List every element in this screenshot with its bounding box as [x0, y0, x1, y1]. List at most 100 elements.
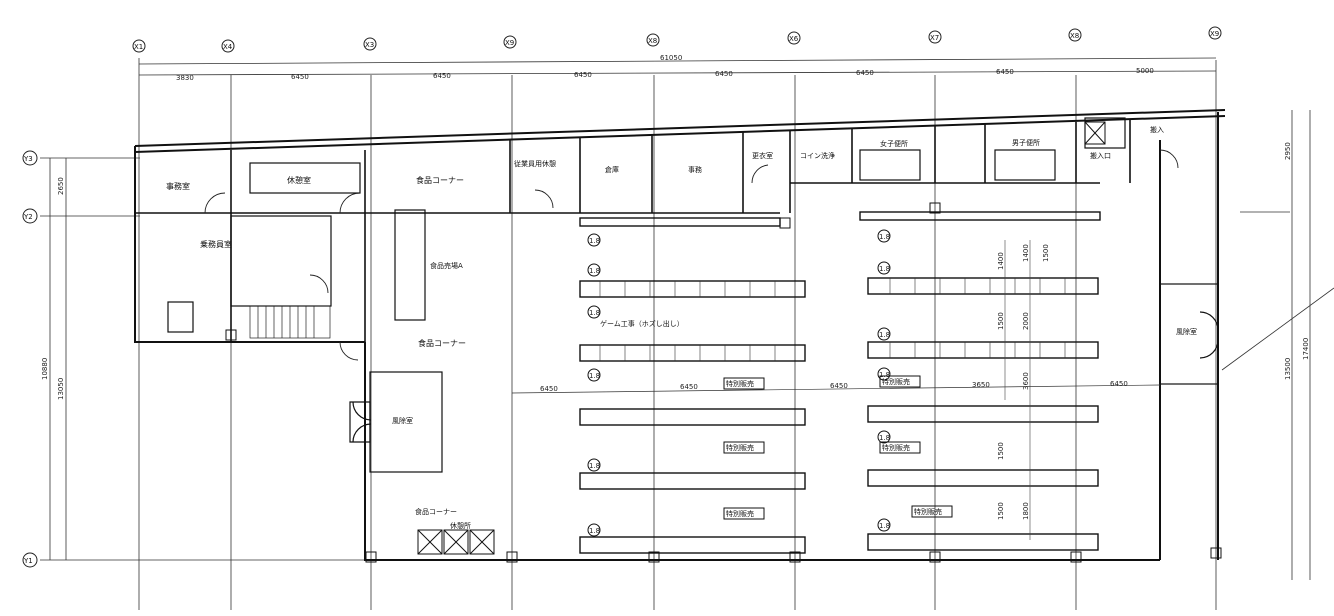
dim-left-2: 10880 — [41, 358, 49, 380]
room-label-20: ゲーム工事（ホズし出し） — [600, 319, 684, 328]
aisle-dim-5: 6450 — [1110, 380, 1128, 388]
shelf-tag-1: 特別販売 — [726, 379, 754, 388]
room-labels: 事務室 休憩室 乗務員室 食品コーナー 従業員用休憩 倉庫 事務 更衣室 コイン… — [166, 125, 1197, 530]
shelf-tag-3: 特別販売 — [726, 443, 754, 452]
axis-label-y2: Y2 — [23, 213, 33, 221]
vdim-7: 1500 — [997, 442, 1005, 460]
dim-right-1: 2950 — [1284, 142, 1292, 160]
room-label-6: 倉庫 — [605, 165, 619, 174]
axis-label-x4: X9 — [505, 39, 514, 47]
vestibules — [349, 283, 1219, 473]
vdim-5: 1500 — [997, 312, 1005, 330]
dim-top-5: 6450 — [715, 70, 733, 78]
dim-total: 61050 — [660, 54, 682, 62]
room-label-16: 風除室 — [392, 416, 413, 425]
shelf-tags: 特別販売 特別販売 特別販売 特別販売 特別販売 特別販売 — [723, 375, 953, 520]
dim-top-7: 6450 — [996, 68, 1014, 76]
vdim-2: 1400 — [1022, 244, 1030, 262]
axis-label-x3: X3 — [365, 41, 374, 49]
room-label-11: 男子便所 — [1012, 138, 1040, 147]
room-label-19: 風除室 — [1176, 327, 1197, 336]
room-label-4: 食品コーナー — [416, 175, 464, 185]
shelf-ticks — [599, 278, 1066, 361]
inner-rooms — [167, 117, 1126, 333]
vdim-9: 1800 — [1022, 502, 1030, 520]
stairs — [249, 305, 331, 339]
room-label-3: 乗務員室 — [200, 239, 232, 249]
dim-left-1: 2650 — [57, 177, 65, 195]
storage-boxes — [417, 121, 1106, 555]
dim-top-3: 6450 — [433, 72, 451, 80]
shelf-mark-8: 1.8 — [879, 265, 890, 273]
shelf-tag-6: 特別販売 — [914, 507, 942, 516]
shelf-mark-4: 1.8 — [589, 372, 600, 380]
axis-label-x8: X8 — [1070, 32, 1079, 40]
room-label-5: 従業員用休憩 — [514, 159, 556, 168]
vdim-8: 1500 — [997, 502, 1005, 520]
axis-label-x7: X7 — [930, 34, 939, 42]
axis-label-x1: X1 — [134, 43, 143, 51]
aisle-dim-1: 6450 — [540, 385, 558, 393]
axis-label-x6: X6 — [789, 35, 799, 43]
room-label-9: コイン洗浄 — [800, 151, 835, 160]
shelf-mark-10: 1.8 — [879, 371, 890, 379]
shelf-mark-7: 1.8 — [879, 233, 890, 241]
shelf-tag-5: 特別販売 — [726, 509, 754, 518]
sales-vertical-dims: 1400 1400 1500 2000 1500 3600 1500 1500 … — [997, 240, 1050, 540]
shelf-mark-5: 1.8 — [589, 462, 600, 470]
grid-axis-left: Y3 Y2 Y1 — [22, 150, 38, 568]
columns — [225, 202, 1222, 563]
outer-walls — [134, 109, 1226, 561]
shelves-right — [859, 211, 1101, 551]
dim-left-3: 13050 — [57, 378, 65, 400]
room-label-18: 休憩所 — [450, 521, 471, 530]
vdim-1: 1400 — [997, 252, 1005, 270]
axis-label-x9: X9 — [1210, 30, 1219, 38]
shelf-mark-9: 1.8 — [879, 331, 890, 339]
upper-band — [135, 120, 1131, 342]
shelf-mark-6: 1.8 — [589, 527, 600, 535]
dimension-sides: 2650 10880 13050 2950 17400 13500 — [41, 110, 1311, 580]
shelf-tag-4: 特別販売 — [882, 443, 910, 452]
dimension-top: 61050 3830 6450 6450 6450 6450 6450 6450… — [138, 54, 1217, 82]
room-label-10: 女子便所 — [880, 139, 908, 148]
leader-line — [1221, 287, 1334, 371]
room-label-2: 休憩室 — [287, 175, 311, 185]
shelf-mark-12: 1.8 — [879, 522, 890, 530]
room-label-15: 食品コーナー — [418, 338, 466, 348]
vdim-3: 1500 — [1042, 244, 1050, 262]
shelf-mark-2: 1.8 — [589, 267, 600, 275]
axis-label-x2: X4 — [223, 43, 233, 51]
room-label-17: 食品コーナー — [415, 507, 457, 516]
dim-right-3: 13500 — [1284, 358, 1292, 380]
dim-top-1: 3830 — [176, 74, 194, 82]
room-label-8: 更衣室 — [752, 151, 773, 160]
room-label-13: 搬入口 — [1090, 151, 1111, 160]
aisle-dim-4: 3650 — [972, 381, 990, 389]
dim-top-2: 6450 — [291, 73, 309, 81]
axis-label-y3: Y3 — [23, 155, 33, 163]
shelf-mark-1: 1.8 — [589, 237, 600, 245]
room-label-1: 事務室 — [166, 181, 190, 191]
room-label-7: 事務 — [688, 165, 702, 174]
room-label-12: 搬入 — [1150, 125, 1164, 134]
shelf-tag-2: 特別販売 — [882, 377, 910, 386]
dim-top-6: 6450 — [856, 69, 874, 77]
axis-label-x5: X8 — [648, 37, 657, 45]
aisle-dim-3: 6450 — [830, 382, 848, 390]
grid-axis-top: X1 X4 X3 X9 X8 X6 X7 X8 X9 — [132, 26, 1222, 53]
dim-top-4: 6450 — [574, 71, 592, 79]
shelf-mark-11: 1.8 — [879, 434, 890, 442]
vdim-4: 2000 — [1022, 312, 1030, 330]
room-label-14: 食品売場A — [430, 261, 463, 270]
dim-right-2: 17400 — [1302, 338, 1310, 360]
aisle-dimension: 6450 6450 6450 3650 6450 — [511, 380, 1161, 394]
aisle-dim-2: 6450 — [680, 383, 698, 391]
vdim-6: 3600 — [1022, 372, 1030, 390]
shelf-mark-3: 1.8 — [589, 309, 600, 317]
shelf-markers: 1.8 1.8 1.8 1.8 1.8 1.8 1.8 1.8 1.8 1.8 … — [587, 229, 891, 537]
dim-top-8: 5000 — [1136, 67, 1154, 75]
axis-label-y1: Y1 — [23, 557, 33, 565]
doors — [204, 149, 1179, 361]
